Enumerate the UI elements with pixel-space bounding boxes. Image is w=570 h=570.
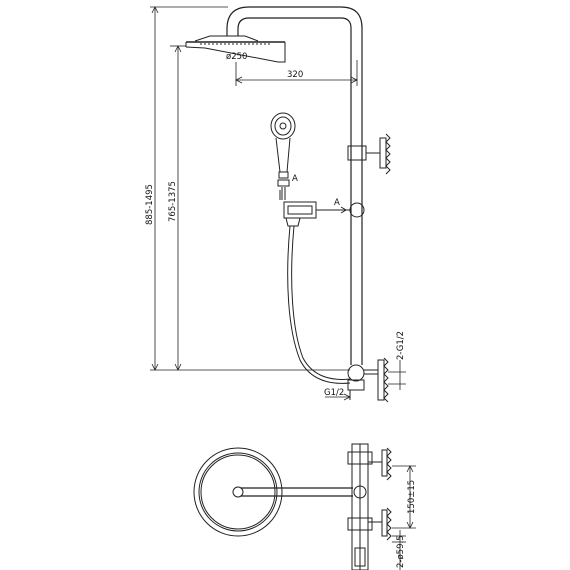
outlet-thread-dimension: 2-G1/2 [388, 331, 406, 390]
arm-length-label: 320 [287, 70, 303, 80]
riser-pipe [350, 28, 363, 365]
shower-arm [226, 6, 363, 36]
bottom-valve [347, 357, 389, 403]
section-markers: A A [279, 174, 347, 214]
upper-wall-bracket [347, 133, 391, 175]
head-diameter-label: ø250 [226, 52, 247, 62]
total-height-dimension: 885-1495 [145, 6, 350, 371]
shower-head [185, 35, 286, 63]
centre-distance-label: 150±15 [407, 480, 417, 514]
inlet-thread-label: G1/2 [324, 388, 344, 398]
mixer-top-view [347, 443, 392, 570]
inner-height-dimension: 765-1375 [168, 45, 186, 371]
centre-distance-dimension: 150±15 [392, 465, 417, 529]
total-height-label: 885-1495 [145, 184, 155, 225]
arm-top-view [241, 487, 353, 497]
slide-holder [283, 201, 365, 227]
shower-head-top-view [193, 447, 283, 537]
hand-shower [270, 112, 296, 200]
hose [287, 225, 351, 384]
inner-height-label: 765-1375 [168, 181, 178, 222]
hole-diameter-dimension: 2-ø59.5 [392, 530, 406, 570]
section-label-left: A [292, 174, 298, 184]
section-label-right: A [334, 198, 340, 208]
arm-length-dimension: 320 ø250 [226, 52, 358, 86]
inlet-thread-dimension: G1/2 [324, 388, 351, 401]
hole-diameter-label: 2-ø59.5 [396, 535, 406, 568]
outlet-thread-label: 2-G1/2 [396, 331, 406, 360]
